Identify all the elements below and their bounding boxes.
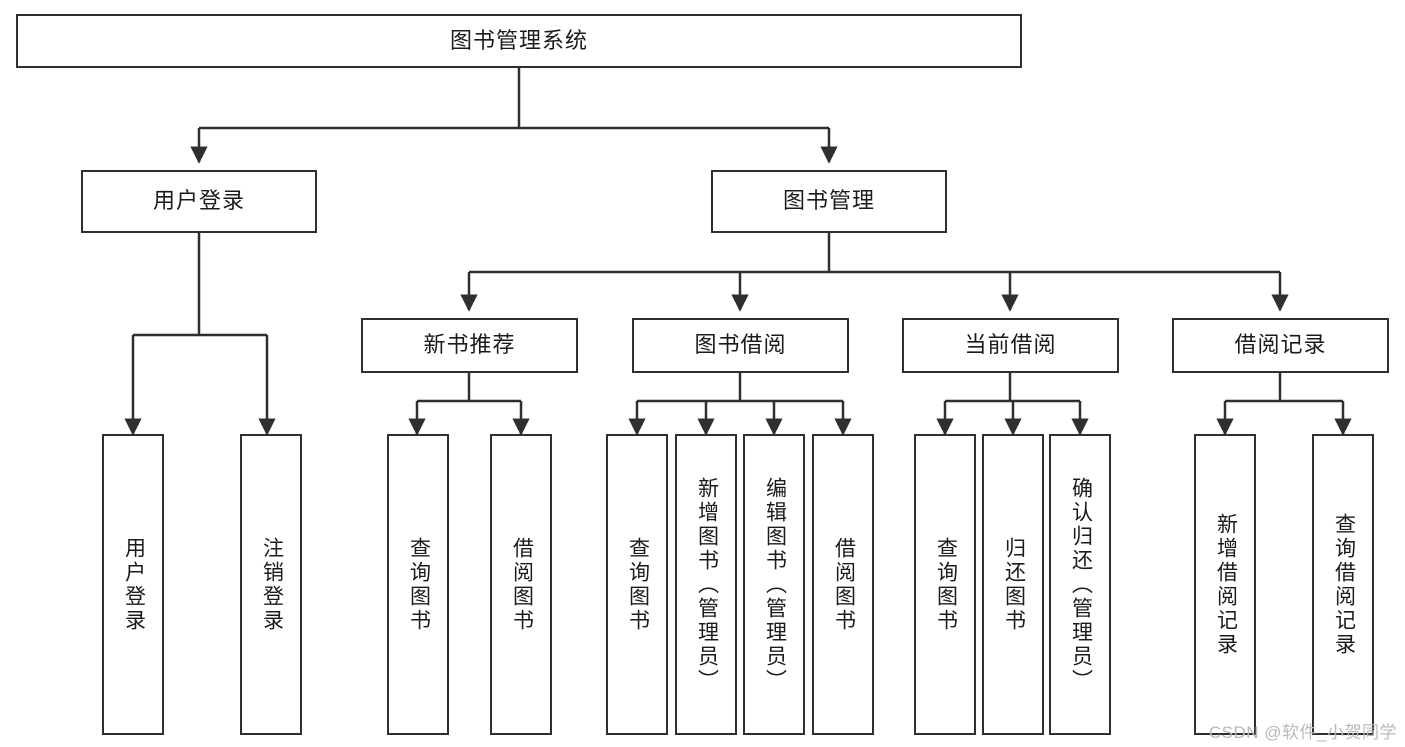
leaf-return-book-label: 归还图书: [1002, 536, 1026, 633]
leaf-user-login[interactable]: 用户登录: [102, 434, 164, 735]
leaf-return-book[interactable]: 归还图书: [982, 434, 1044, 735]
node-root-label: 图书管理系统: [449, 27, 588, 53]
leaf-borrow-book-2-label: 借阅图书: [832, 536, 856, 633]
leaf-add-book-admin-label: 新增图书（管理员）: [695, 476, 719, 693]
node-user-login-label: 用户登录: [152, 188, 245, 214]
node-borrow-records-label: 借阅记录: [1234, 332, 1327, 358]
leaf-confirm-return-admin-label: 确认归还（管理员）: [1069, 476, 1093, 693]
leaf-query-borrow-record[interactable]: 查询借阅记录: [1312, 434, 1374, 735]
node-book-management-label: 图书管理: [782, 188, 875, 214]
leaf-add-borrow-record[interactable]: 新增借阅记录: [1194, 434, 1256, 735]
leaf-query-book-1[interactable]: 查询图书: [387, 434, 449, 735]
node-root[interactable]: 图书管理系统: [16, 14, 1022, 68]
node-new-book-recommend[interactable]: 新书推荐: [361, 318, 578, 373]
leaf-logout[interactable]: 注销登录: [240, 434, 302, 735]
leaf-query-book-2[interactable]: 查询图书: [606, 434, 668, 735]
node-borrow-records[interactable]: 借阅记录: [1172, 318, 1389, 373]
leaf-edit-book-admin-label: 编辑图书（管理员）: [763, 476, 787, 693]
leaf-confirm-return-admin[interactable]: 确认归还（管理员）: [1049, 434, 1111, 735]
node-current-borrow[interactable]: 当前借阅: [902, 318, 1119, 373]
node-user-login[interactable]: 用户登录: [81, 170, 317, 233]
leaf-query-book-3[interactable]: 查询图书: [914, 434, 976, 735]
leaf-add-borrow-record-label: 新增借阅记录: [1214, 512, 1238, 657]
leaf-borrow-book-2[interactable]: 借阅图书: [812, 434, 874, 735]
leaf-add-book-admin[interactable]: 新增图书（管理员）: [675, 434, 737, 735]
node-new-book-recommend-label: 新书推荐: [423, 332, 516, 358]
leaf-query-book-2-label: 查询图书: [626, 536, 650, 633]
leaf-user-login-label: 用户登录: [122, 536, 146, 633]
leaf-logout-label: 注销登录: [260, 536, 284, 633]
leaf-borrow-book-1[interactable]: 借阅图书: [490, 434, 552, 735]
leaf-edit-book-admin[interactable]: 编辑图书（管理员）: [743, 434, 805, 735]
leaf-query-book-3-label: 查询图书: [934, 536, 958, 633]
node-book-borrow-label: 图书借阅: [694, 332, 787, 358]
leaf-query-book-1-label: 查询图书: [407, 536, 431, 633]
leaf-borrow-book-1-label: 借阅图书: [510, 536, 534, 633]
csdn-watermark: CSDN @软件_小贺同学: [1208, 723, 1397, 742]
node-book-management[interactable]: 图书管理: [711, 170, 947, 233]
node-current-borrow-label: 当前借阅: [964, 332, 1057, 358]
leaf-query-borrow-record-label: 查询借阅记录: [1332, 512, 1356, 657]
node-book-borrow[interactable]: 图书借阅: [632, 318, 849, 373]
